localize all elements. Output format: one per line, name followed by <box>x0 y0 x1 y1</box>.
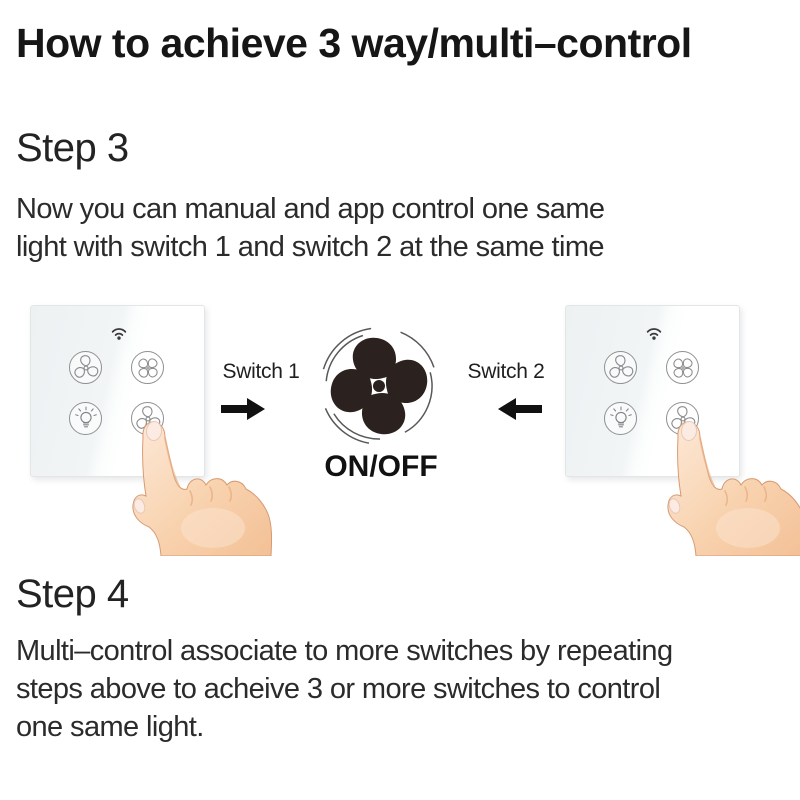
fan-button-speed <box>666 351 699 384</box>
switch-panel-2 <box>565 305 740 477</box>
switch1-label: Switch 1 <box>222 360 300 383</box>
fan-icon <box>320 327 438 445</box>
fan-button-speed <box>131 351 164 384</box>
light-button <box>604 402 637 435</box>
fan-4-blade-icon <box>668 353 698 383</box>
wifi-icon <box>110 324 128 340</box>
pointing-hand-left <box>128 416 273 556</box>
switch-panel-1 <box>30 305 205 477</box>
fan-button-low <box>604 351 637 384</box>
onoff-label: ON/OFF <box>324 450 438 483</box>
fan-3-blade-icon <box>71 353 101 383</box>
light-bulb-icon <box>71 404 101 434</box>
fan-4-blade-icon <box>133 353 163 383</box>
step3-heading: Step 3 <box>16 126 129 170</box>
step4-description: Multi–control associate to more switches… <box>16 635 673 743</box>
pointing-hand-right <box>663 416 800 556</box>
light-bulb-icon <box>606 404 636 434</box>
page-title: How to achieve 3 way/multi–control <box>16 20 692 66</box>
step3-description: Now you can manual and app control one s… <box>16 193 605 263</box>
switch2-label: Switch 2 <box>467 360 545 383</box>
fan-button-low <box>69 351 102 384</box>
fan-3-blade-icon <box>606 353 636 383</box>
light-button <box>69 402 102 435</box>
wifi-icon <box>645 324 663 340</box>
arrow-left-icon <box>498 398 542 420</box>
step4-heading: Step 4 <box>16 572 129 616</box>
